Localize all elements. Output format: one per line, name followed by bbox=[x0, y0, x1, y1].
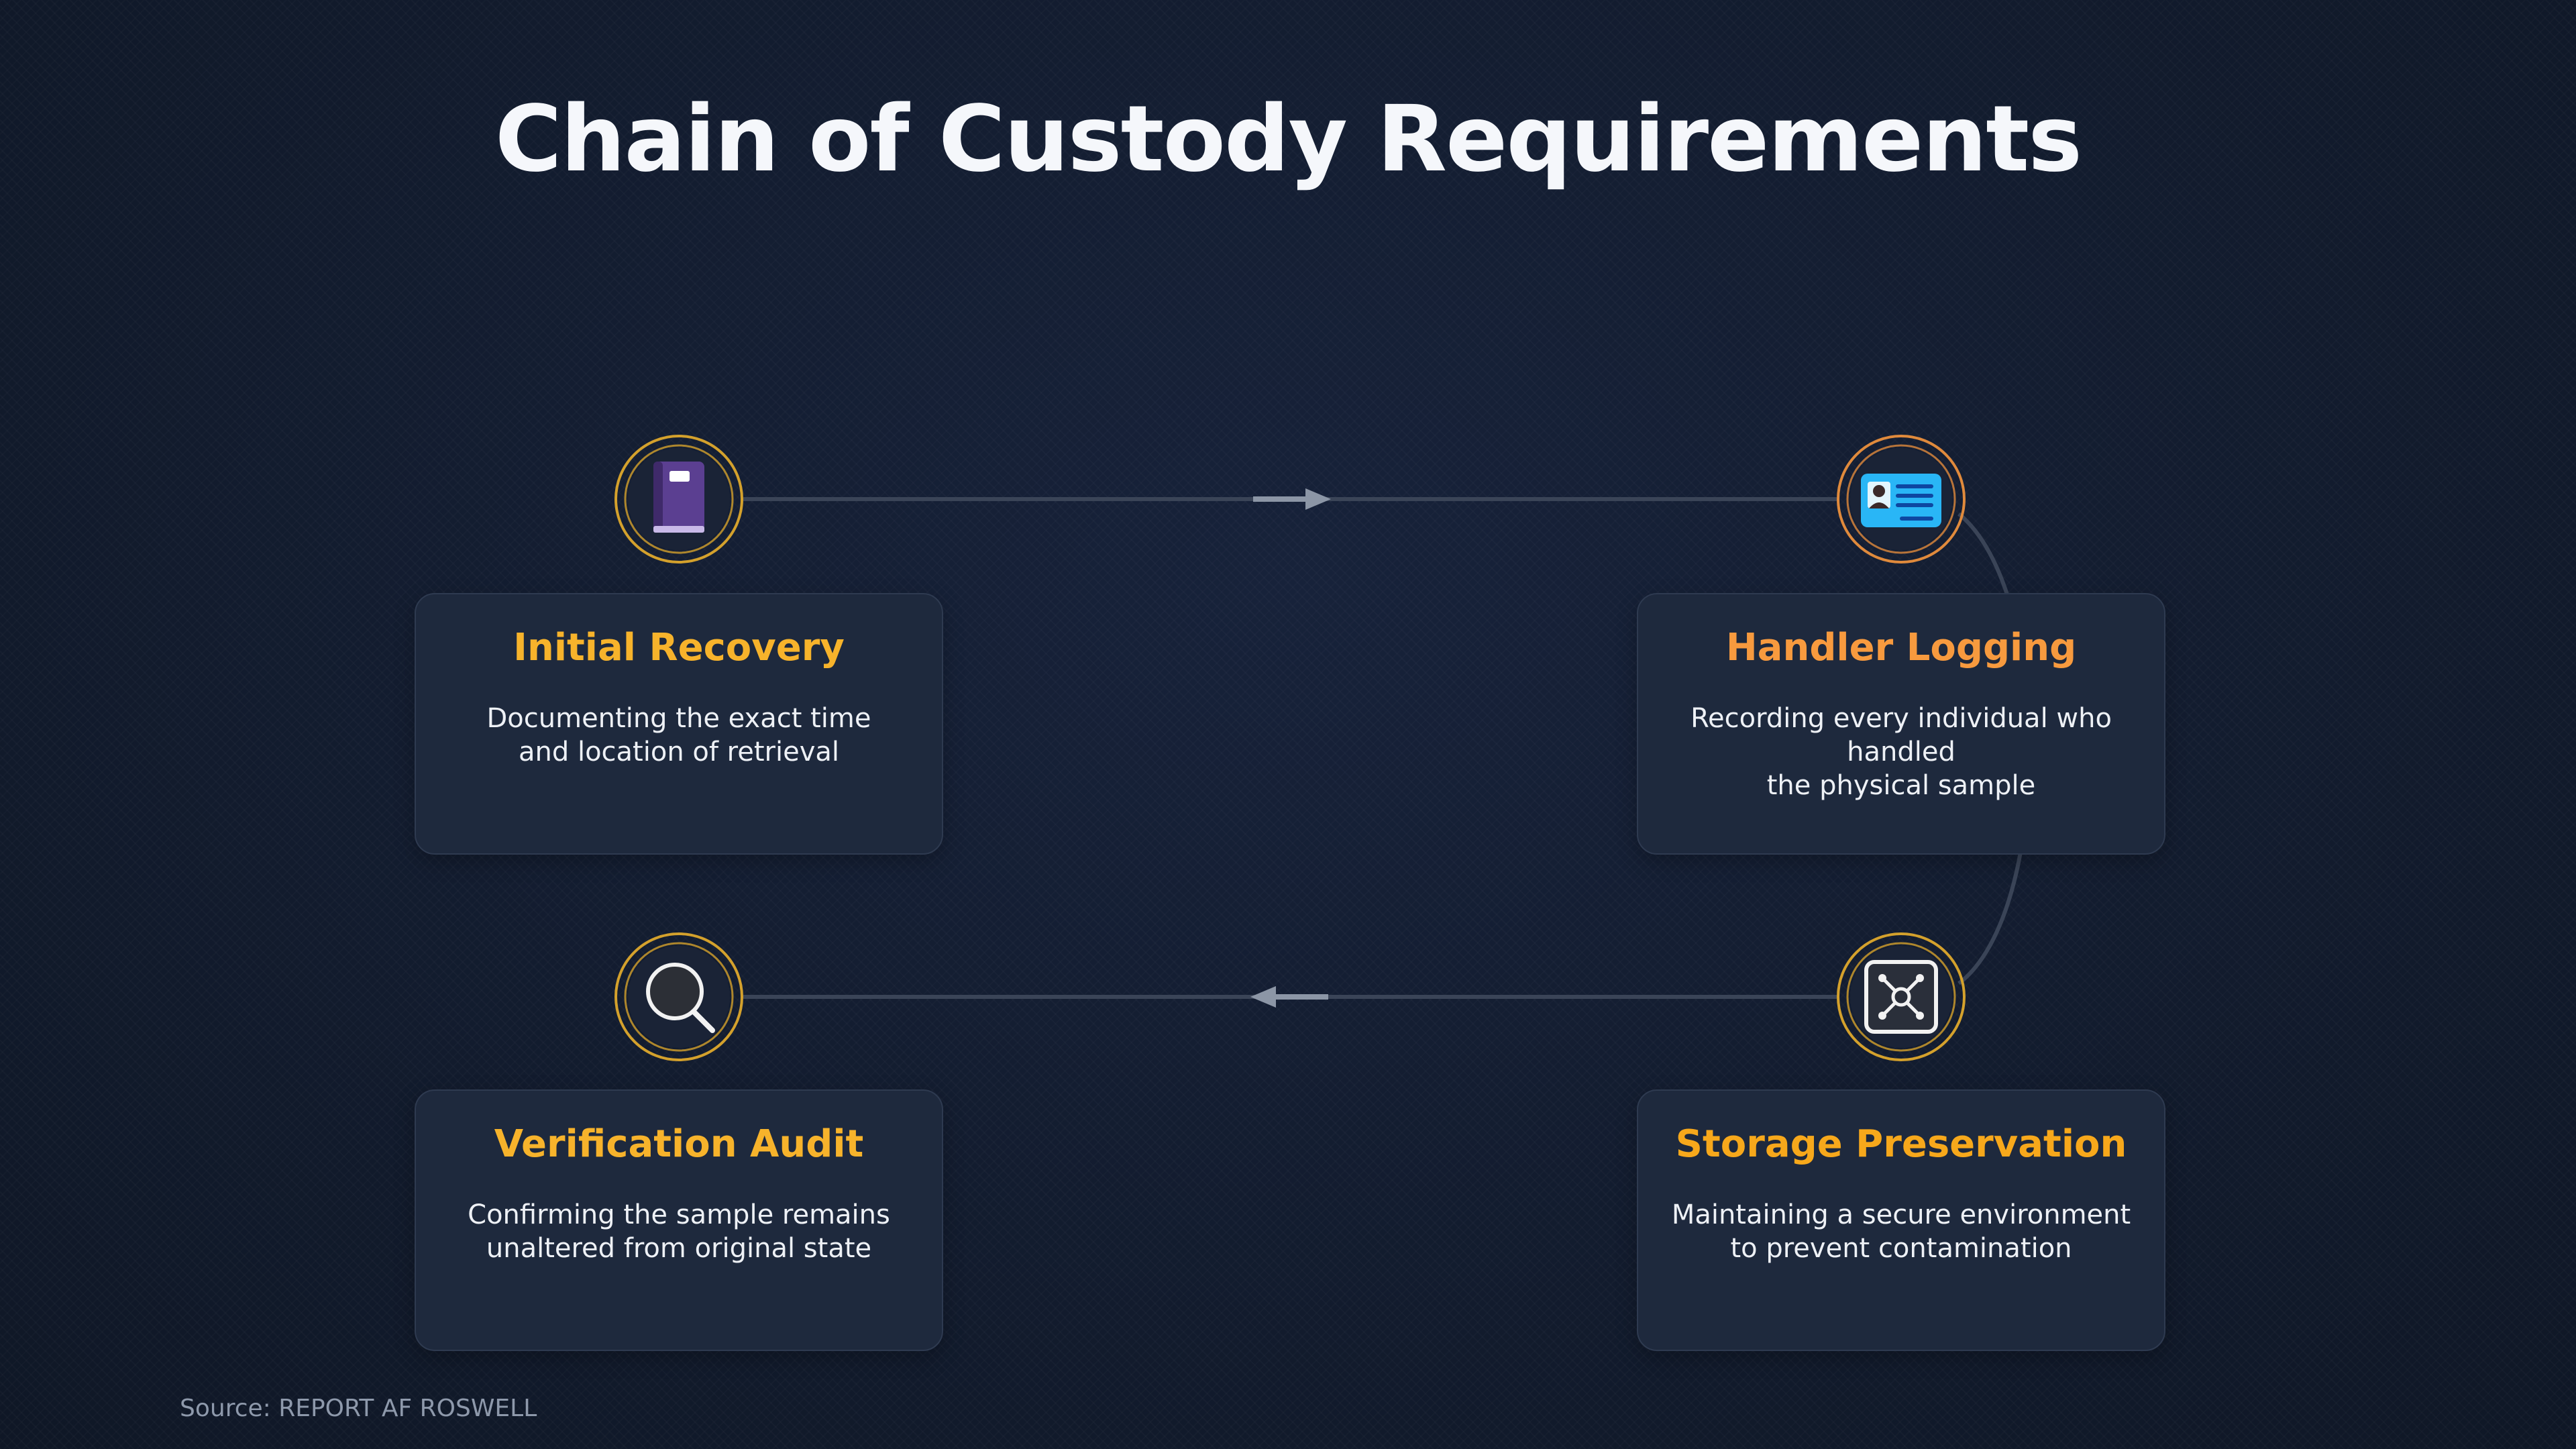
step-description: Confirming the sample remains unaltered … bbox=[468, 1199, 890, 1264]
step-title: Handler Logging bbox=[1725, 626, 2077, 669]
step-description: Maintaining a secure environment to prev… bbox=[1671, 1199, 2131, 1264]
step-description: Recording every individual who handled t… bbox=[1690, 703, 2112, 801]
step-card-handler-logging: Handler Logging Recording every individu… bbox=[1637, 593, 2165, 855]
source-note: Source: REPORT AF ROSWELL bbox=[180, 1395, 537, 1422]
magnifying-glass-icon bbox=[614, 932, 743, 1061]
page-title: Chain of Custody Requirements bbox=[494, 87, 2082, 193]
step-card-storage-preservation: Storage Preservation Maintaining a secur… bbox=[1637, 1089, 2165, 1351]
step-card-verification-audit: Verification Audit Confirming the sample… bbox=[415, 1089, 943, 1351]
step-title: Storage Preservation bbox=[1675, 1122, 2127, 1166]
step-node-handler-logging bbox=[1835, 433, 1967, 565]
step-card-initial-recovery: Initial Recovery Documenting the exact t… bbox=[415, 593, 943, 855]
step-node-initial-recovery bbox=[613, 433, 745, 565]
step-description: Documenting the exact time and location … bbox=[486, 703, 871, 767]
safe-icon bbox=[1837, 932, 1966, 1061]
step-title: Initial Recovery bbox=[513, 626, 845, 669]
arrow-right-icon bbox=[1253, 488, 1331, 510]
id-card-icon bbox=[1837, 435, 1966, 564]
arrow-left-icon bbox=[1250, 986, 1328, 1008]
notebook-icon bbox=[614, 435, 743, 564]
step-node-verification-audit bbox=[613, 931, 745, 1063]
step-node-storage-preservation bbox=[1835, 931, 1967, 1063]
step-title: Verification Audit bbox=[494, 1122, 864, 1166]
